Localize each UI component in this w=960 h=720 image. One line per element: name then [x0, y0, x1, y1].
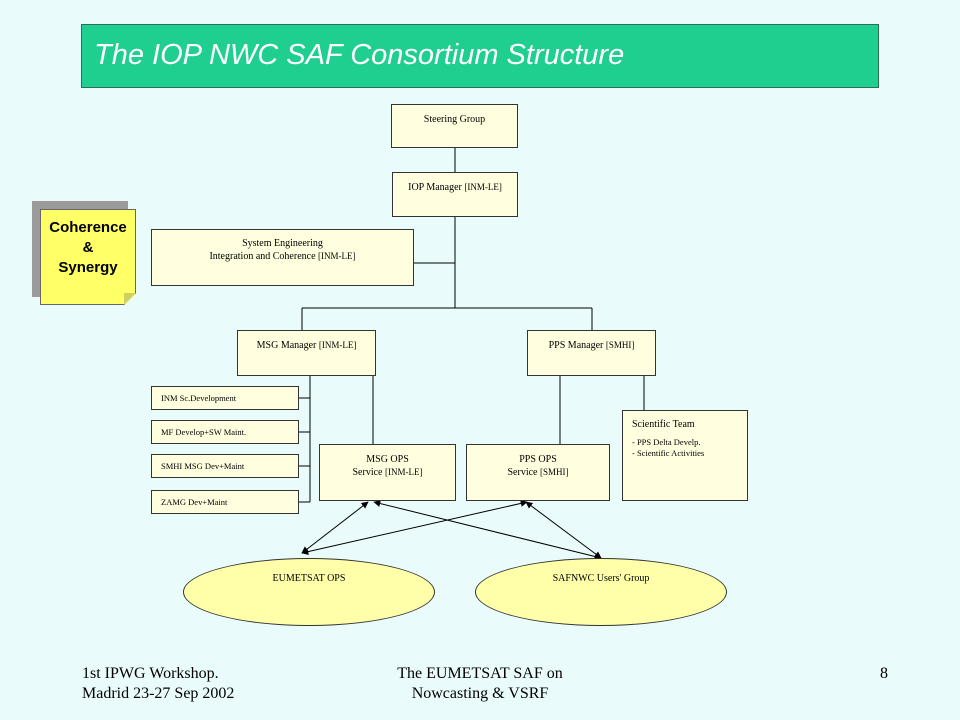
users-group-ellipse: SAFNWC Users' Group [475, 558, 727, 626]
inm-development-label: INM Sc.Development [161, 392, 237, 403]
eumetsat-ops-ellipse: EUMETSAT OPS [183, 558, 435, 626]
mf-develop-box: MF Develop+SW Maint. [151, 420, 299, 444]
note-line-3: Synergy [58, 259, 118, 276]
arrow-users-pps [525, 501, 602, 559]
zamg-dev-box: ZAMG Dev+Maint [151, 490, 299, 514]
steering-group-label: Steering Group [423, 114, 486, 125]
footer-left-line-1: 1st IPWG Workshop. [82, 665, 219, 682]
msg-ops-service-label: Service [352, 467, 383, 478]
system-engineering-org: [INM-LE] [318, 251, 356, 261]
integration-label: Integration and Coherence [209, 251, 316, 262]
users-group-label: SAFNWC Users' Group [552, 573, 650, 584]
footer-center-line-1: The EUMETSAT SAF on [397, 665, 563, 682]
iop-manager-label: IOP Manager [408, 182, 462, 193]
pps-ops-box: PPS OPS Service [SMHI] [466, 444, 610, 501]
msg-ops-org: [INM-LE] [385, 467, 423, 477]
pps-ops-line2: Service [SMHI] [467, 466, 609, 479]
scientific-team-title: Scientific Team [632, 419, 695, 430]
mf-develop-label: MF Develop+SW Maint. [161, 426, 247, 437]
steering-group-box: Steering Group [391, 104, 518, 148]
pps-ops-service-label: Service [507, 467, 538, 478]
pps-manager-box: PPS Manager [SMHI] [527, 330, 656, 376]
smhi-msg-dev-label: SMHI MSG Dev+Maint [161, 460, 245, 471]
msg-manager-label: MSG Manager [256, 340, 317, 351]
footer-center: The EUMETSAT SAF on Nowcasting & VSRF [380, 664, 580, 704]
msg-manager-org: [INM-LE] [318, 340, 357, 350]
system-engineering-box: System Engineering Integration and Coher… [151, 229, 414, 286]
note-text: Coherence & Synergy [40, 218, 136, 278]
pps-ops-label: PPS OPS [519, 454, 557, 465]
scientific-team-item-2: - Scientific Activities [632, 448, 705, 458]
inm-development-box: INM Sc.Development [151, 386, 299, 410]
page-number: 8 [880, 665, 888, 682]
pps-ops-org: [SMHI] [540, 467, 569, 477]
msg-ops-line2: Service [INM-LE] [320, 466, 455, 479]
footer-left-line-2: Madrid 23-27 Sep 2002 [82, 685, 235, 702]
title-bar: The IOP NWC SAF Consortium Structure [81, 24, 879, 88]
note-line-2: & [82, 239, 94, 256]
footer-left: 1st IPWG Workshop. Madrid 23-27 Sep 2002 [82, 664, 234, 704]
msg-ops-label: MSG OPS [366, 454, 409, 465]
page-title: The IOP NWC SAF Consortium Structure [94, 39, 625, 71]
iop-manager-org: [INM-LE] [464, 182, 502, 192]
footer-center-line-2: Nowcasting & VSRF [411, 685, 549, 702]
smhi-msg-dev-box: SMHI MSG Dev+Maint [151, 454, 299, 478]
scientific-team-item-1: - PPS Delta Develp. [632, 437, 701, 447]
msg-ops-box: MSG OPS Service [INM-LE] [319, 444, 456, 501]
system-engineering-label: System Engineering [242, 238, 323, 249]
note-line-1: Coherence [49, 219, 127, 236]
iop-manager-box: IOP Manager [INM-LE] [392, 172, 518, 217]
zamg-dev-label: ZAMG Dev+Maint [161, 496, 228, 507]
eumetsat-ops-label: EUMETSAT OPS [272, 573, 346, 584]
scientific-team-box: Scientific Team - PPS Delta Develp. - Sc… [622, 410, 748, 501]
pps-manager-label: PPS Manager [548, 340, 604, 351]
system-engineering-line2: Integration and Coherence [INM-LE] [152, 250, 413, 263]
arrow-users-msg [373, 500, 602, 560]
msg-manager-box: MSG Manager [INM-LE] [237, 330, 376, 376]
coherence-synergy-note [40, 209, 136, 305]
pps-manager-org: [SMHI] [605, 340, 635, 350]
